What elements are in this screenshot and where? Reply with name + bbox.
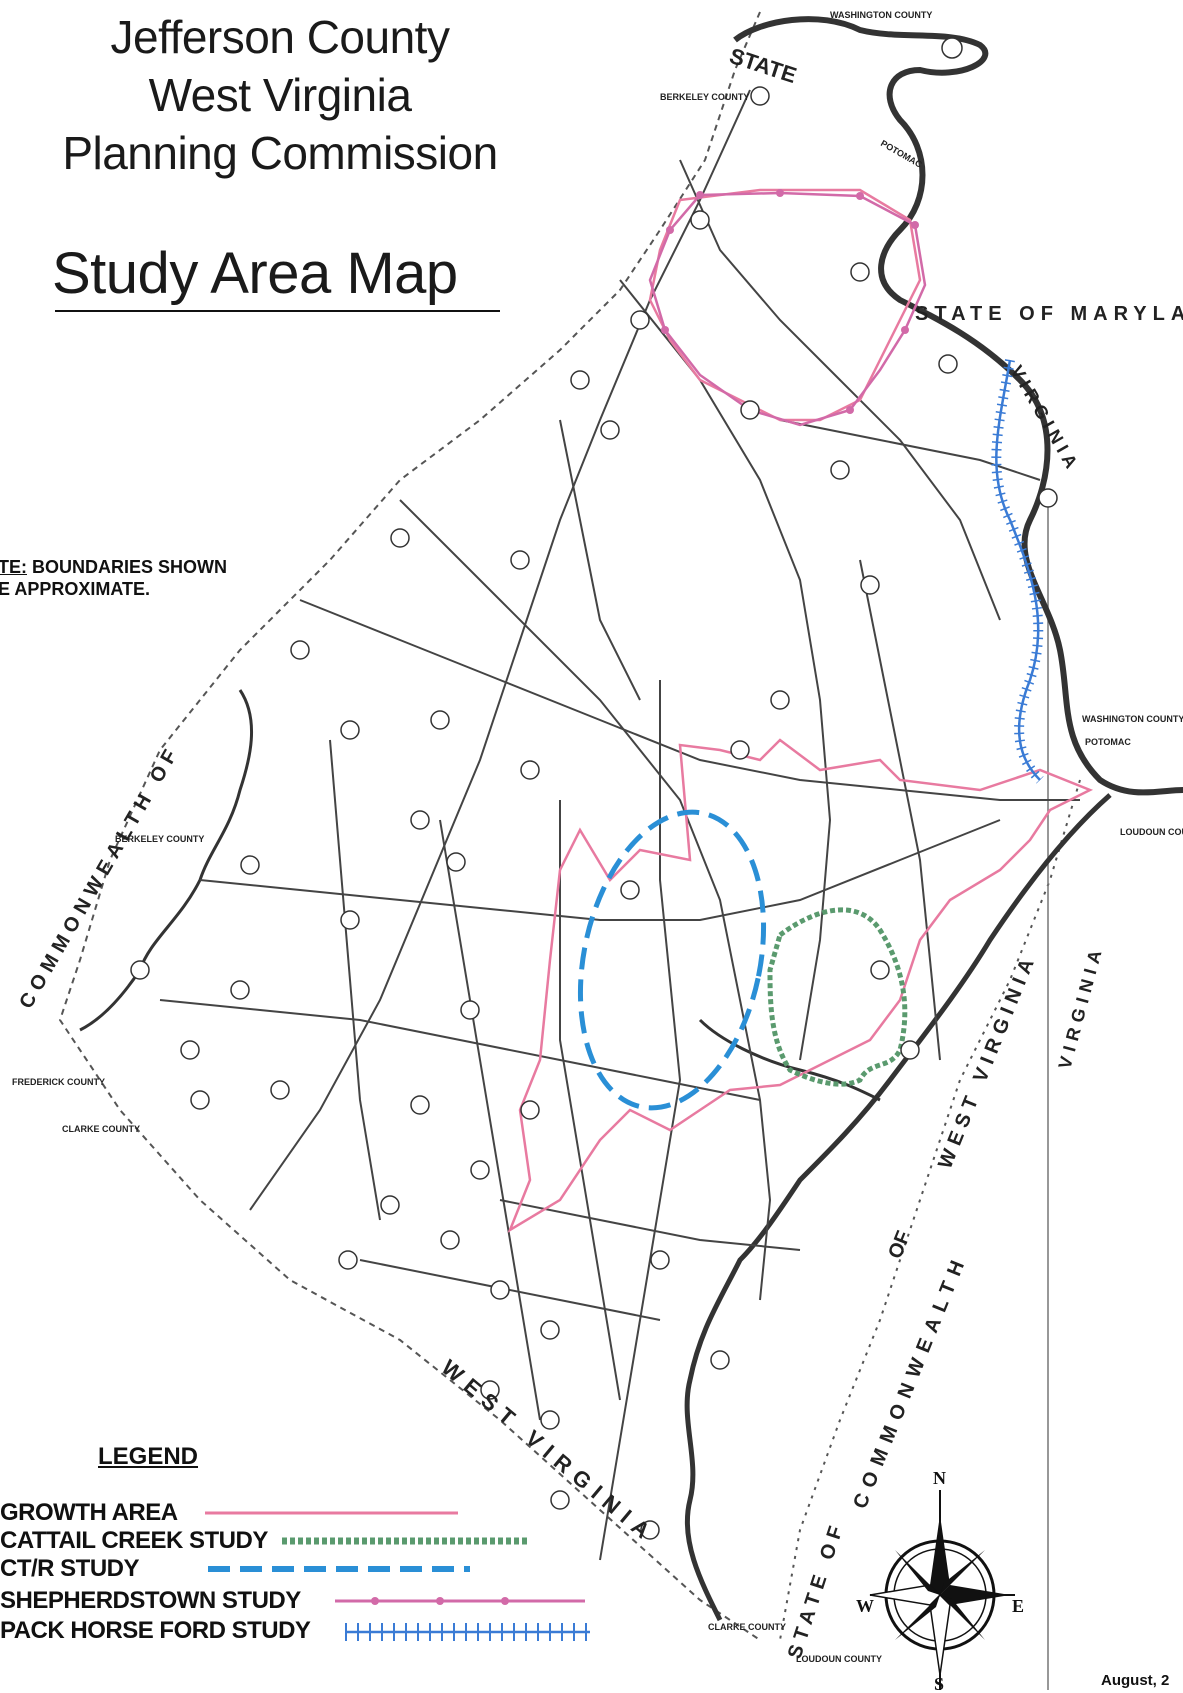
legend-swatches — [205, 1511, 590, 1641]
loudoun-county-bottom-label: LOUDOUN COUNTY — [796, 1654, 882, 1664]
note-line-1-rest: BOUNDARIES SHOWN — [27, 557, 228, 577]
growth-area-boundary — [507, 738, 1094, 1233]
berkeley-county-top-label: BERKELEY COUNTY — [660, 92, 749, 102]
legend-item-cattail-creek: CATTAIL CREEK STUDY — [0, 1527, 268, 1554]
state-text-top: STATE — [726, 43, 799, 88]
commonwealth-right-text: COMMONWEALTH — [849, 1250, 972, 1512]
pack-horse-ford-study-line — [991, 359, 1044, 784]
boundary-note: TE: BOUNDARIES SHOWN E APPROXIMATE. — [0, 556, 227, 600]
map-title-underline — [55, 310, 500, 312]
west-virginia-right-text: WEST VIRGINIA — [934, 950, 1041, 1172]
ctr-study-boundary — [577, 809, 767, 1111]
title-block: Jefferson County West Virginia Planning … — [40, 8, 520, 182]
shepherdstown-study-boundary — [648, 189, 927, 427]
legend-item-pack-horse-ford: PACK HORSE FORD STUDY — [0, 1617, 311, 1644]
map-date: August, 2 — [1101, 1672, 1170, 1689]
legend-item-shepherdstown: SHEPHERDSTOWN STUDY — [0, 1587, 301, 1614]
potomac-right-label: POTOMAC — [1085, 737, 1131, 747]
west-virginia-left-text: WEST VIRGINIA — [437, 1355, 661, 1549]
clarke-county-bottom-label: CLARKE COUNTY — [708, 1622, 786, 1632]
map-title: Study Area Map — [52, 241, 458, 306]
state-of-bottom-text: STATE OF — [784, 1518, 849, 1662]
legend-item-ctr-study: CT/R STUDY — [0, 1555, 140, 1582]
east-boundary — [779, 779, 1081, 1641]
clarke-county-left-label: CLARKE COUNTY — [62, 1124, 140, 1134]
berkeley-county-left-label: BERKELEY COUNTY — [115, 834, 204, 844]
virginia-right-text: VIRGINIA — [1055, 942, 1107, 1071]
note-line-1: TE: BOUNDARIES SHOWN — [0, 556, 227, 578]
frederick-county-label: FREDERICK COUNTY — [12, 1077, 105, 1087]
compass-n: N — [933, 1468, 946, 1488]
compass-s: S — [934, 1674, 944, 1693]
legend-swatch-shepherdstown — [335, 1597, 585, 1605]
road-network — [159, 89, 1080, 1561]
legend-item-growth-area: GROWTH AREA — [0, 1499, 178, 1526]
washington-county-right-label: WASHINGTON COUNTY — [1082, 714, 1183, 724]
of-right-text: OF — [884, 1228, 915, 1262]
title-line-2: West Virginia — [148, 69, 412, 121]
compass-w: W — [856, 1596, 874, 1616]
title-line-1: Jefferson County — [110, 11, 450, 63]
commonwealth-left-text: COMMONWEALTH OF — [15, 741, 184, 1012]
note-line-2: E APPROXIMATE. — [0, 579, 151, 599]
state-of-maryland-text: STATE OF MARYLAND — [915, 303, 1183, 325]
growth-area-north — [648, 188, 922, 422]
cattail-creek-study-boundary — [767, 907, 908, 1087]
title-line-3: Planning Commission — [62, 127, 498, 179]
loudoun-county-right-label: LOUDOUN COUNTY — [1120, 827, 1183, 837]
route-shields — [130, 37, 1058, 1540]
compass-rose-icon: N S E W — [856, 1468, 1024, 1693]
note-prefix: TE: — [0, 557, 27, 577]
compass-e: E — [1012, 1596, 1024, 1616]
cattail-creek — [698, 1018, 881, 1102]
shenandoah-river — [684, 793, 1112, 1622]
potomac-river — [733, 16, 1183, 796]
legend-title: LEGEND — [98, 1443, 199, 1470]
county-boundary — [58, 11, 761, 1641]
washington-county-top-label: WASHINGTON COUNTY — [830, 10, 932, 20]
